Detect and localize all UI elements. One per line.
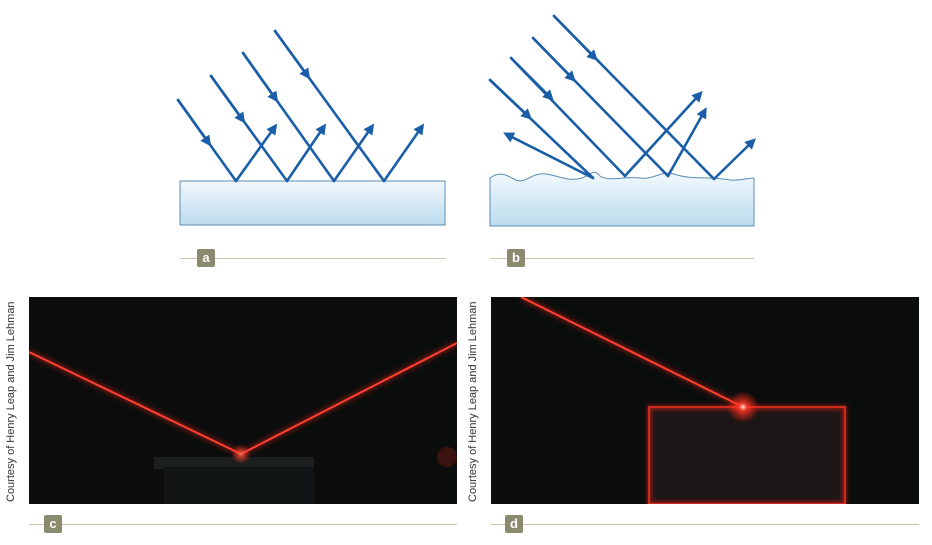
panel-a-diagram [176,29,446,226]
panel-a-rule [180,258,446,259]
incident-rays-smooth [176,29,386,183]
reflected-rays-rough [503,90,756,181]
laser-beam-d [519,297,745,410]
photo-credit-right: Courtesy of Henry Leap and Jim Lehman [467,301,479,502]
stray-glow-c [437,447,457,467]
panel-b-rule [490,258,754,259]
photo-c-smooth-reflection [29,297,457,504]
rough-surface [489,171,755,227]
laser-spot-c [231,444,251,464]
reflected-rays-smooth [234,123,425,183]
glass-block-c-base [164,467,314,504]
panel-a-label: a [197,249,215,267]
panel-b-diagram [488,14,756,227]
photo-credit-left: Courtesy of Henry Leap and Jim Lehman [5,301,17,502]
smooth-surface [179,180,446,226]
panel-c-label: c [44,515,62,533]
photo-d-graphic [519,297,847,504]
laser-beam-c [29,340,457,458]
panel-b-label: b [507,249,525,267]
laser-spot-d [727,391,759,423]
incident-rays-rough [488,14,716,181]
panel-d-rule [491,524,919,525]
glass-block-c [154,457,314,469]
photo-d-rough-reflection [491,297,919,504]
photo-c-graphic [29,340,457,504]
panel-c-rule [29,524,457,525]
panel-d-label: d [505,515,523,533]
